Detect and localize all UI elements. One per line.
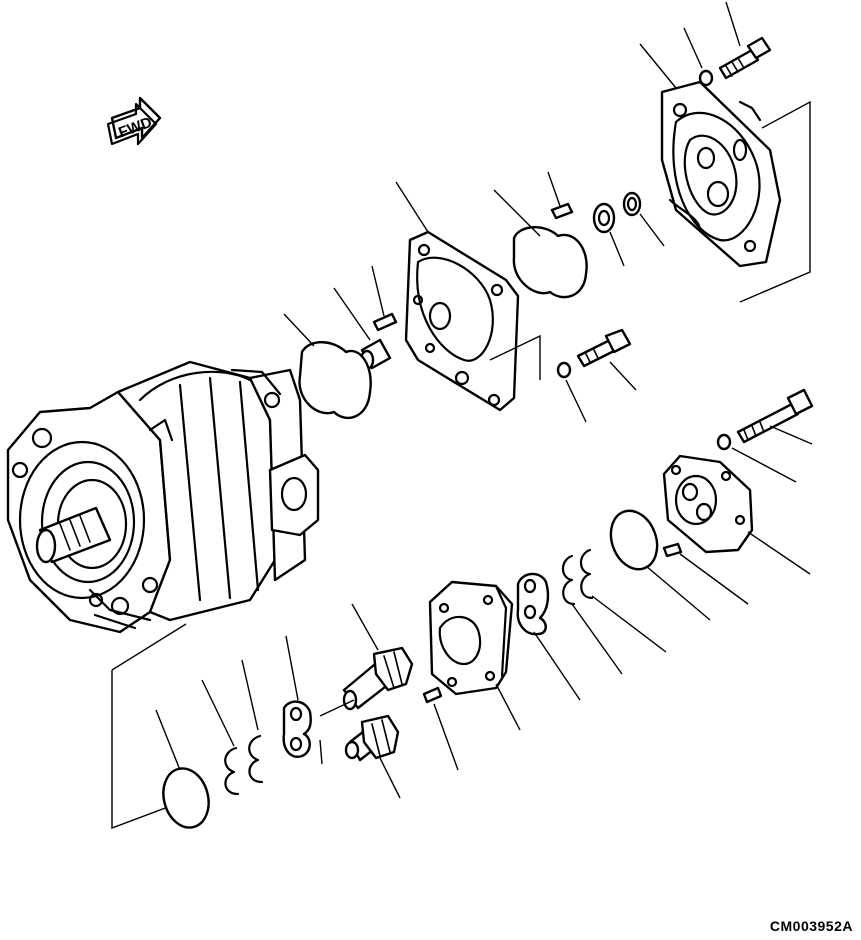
pump-body	[8, 362, 318, 632]
gear-housing	[430, 582, 512, 694]
driven-gear	[346, 716, 398, 760]
snap-rings-left	[225, 736, 262, 794]
leader-lines	[156, 2, 812, 798]
fwd-arrow-icon: FWD	[108, 98, 160, 144]
drawing-code: CM003952A	[769, 918, 853, 934]
snap-rings-right	[563, 550, 592, 604]
front-cover-plate	[406, 232, 540, 410]
thrust-plate-left	[284, 702, 311, 757]
oring-right	[603, 504, 681, 575]
bolt-middle	[558, 330, 630, 377]
bolt-long	[718, 390, 812, 449]
drive-gear-shaft	[344, 648, 412, 709]
bolt-top	[700, 38, 770, 85]
rear-cover	[662, 82, 780, 266]
thrust-plate-right	[518, 574, 548, 634]
rear-housing	[664, 456, 752, 552]
dowel-and-bushing	[361, 314, 396, 369]
gasket-upper	[514, 227, 587, 297]
pin-lower	[424, 688, 441, 702]
cover-small-parts	[552, 193, 640, 232]
oring-left	[157, 763, 215, 832]
gasket-middle	[300, 342, 371, 418]
